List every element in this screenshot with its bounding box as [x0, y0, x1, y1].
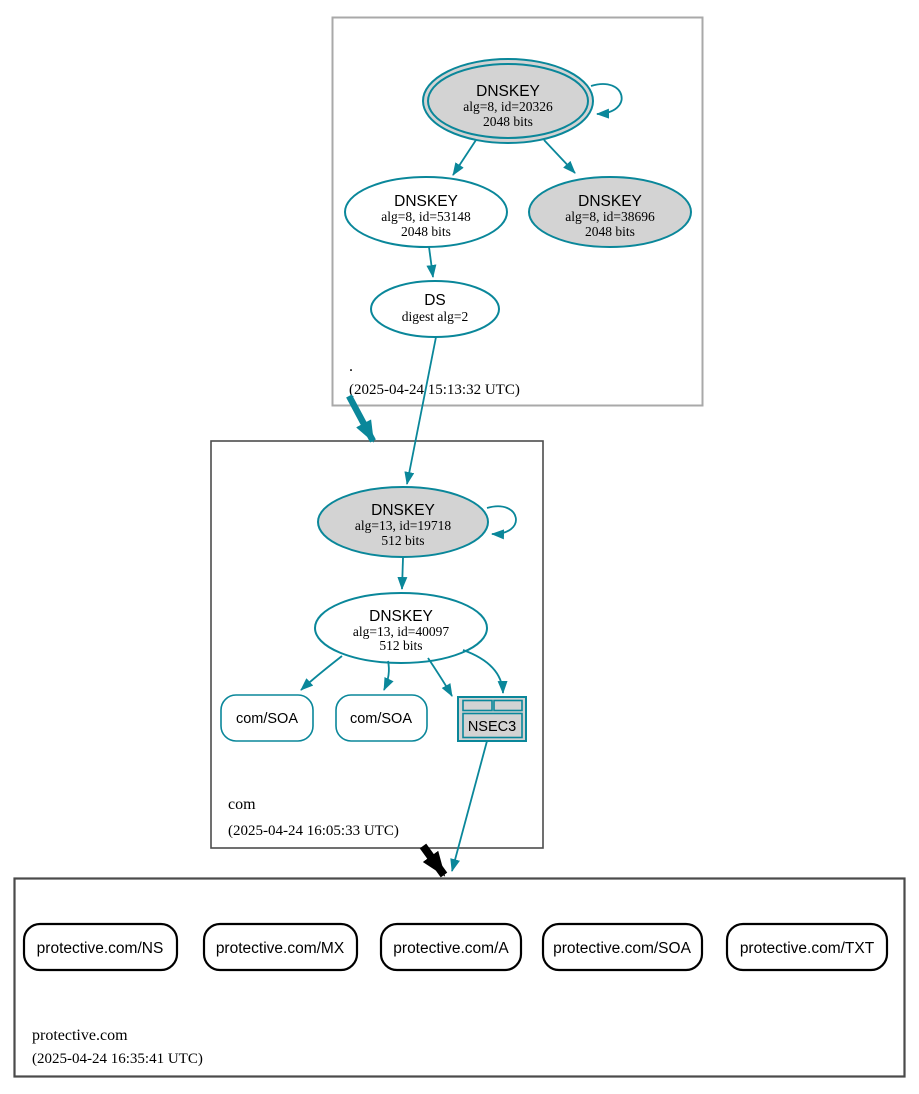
edge-com-zsk-to-nsec3-right [462, 649, 508, 694]
edge-root-ksk-to-dnskey-38696 [543, 139, 576, 174]
com-ksk-detail1: alg=13, id=19718 [355, 518, 451, 533]
root-ksk-detail1: alg=8, id=20326 [463, 99, 553, 114]
edge-root-delegation-to-com [346, 394, 376, 443]
edge-root-zsk-to-ds [426, 246, 437, 278]
root-ksk-title: DNSKEY [476, 83, 540, 100]
root-zsk-title: DNSKEY [394, 193, 458, 210]
com-nsec3-cell-left [462, 699, 493, 712]
protective-soa-label: protective.com/SOA [553, 940, 691, 957]
com-soa-2-rect[interactable] [335, 694, 428, 742]
root-ds-node[interactable]: DS digest alg=2 [370, 280, 500, 338]
protective-ns-rrset-node[interactable]: protective.com/NS [22, 922, 179, 972]
root-ds-title: DS [424, 292, 446, 309]
com-nsec3-cell-right [493, 699, 523, 712]
com-nsec3-node[interactable]: NSEC3 [457, 696, 527, 742]
protective-a-rect[interactable] [379, 922, 523, 972]
com-ksk-dnskey-node[interactable]: DNSKEY alg=13, id=19718 512 bits [317, 486, 489, 558]
com-nsec3-label-cell [462, 712, 523, 739]
zone-root-label: . [349, 358, 353, 375]
root-ds-ellipse[interactable] [370, 280, 500, 338]
com-zsk-ellipse[interactable] [314, 592, 488, 664]
root-ksk-detail2: 2048 bits [483, 114, 533, 129]
com-soa-rrset-node-2[interactable]: com/SOA [335, 694, 428, 742]
protective-mx-label: protective.com/MX [216, 940, 345, 957]
edge-com-ksk-to-zsk [397, 557, 408, 590]
edge-com-ksk-self-loop [486, 505, 517, 540]
root-zsk-ellipse[interactable] [344, 176, 508, 248]
com-zsk-title: DNSKEY [369, 608, 433, 625]
com-soa-1-rect[interactable] [220, 694, 314, 742]
graph-edges [300, 83, 623, 878]
com-zsk-detail1: alg=13, id=40097 [353, 624, 449, 639]
edge-root-ds-to-com-ksk [404, 336, 437, 485]
root-zsk-detail1: alg=8, id=53148 [381, 209, 471, 224]
zone-box-com [210, 440, 544, 849]
protective-txt-label: protective.com/TXT [740, 940, 875, 957]
zone-protective-label: protective.com [32, 1027, 128, 1044]
com-ksk-title: DNSKEY [371, 502, 435, 519]
com-soa-rrset-node-1[interactable]: com/SOA [220, 694, 314, 742]
zone-protective-timestamp: (2025-04-24 16:35:41 UTC) [32, 1051, 203, 1067]
protective-ns-label: protective.com/NS [37, 940, 164, 957]
zone-box-protective-com [13, 877, 906, 1078]
protective-txt-rect[interactable] [725, 922, 889, 972]
com-nsec3-label: NSEC3 [468, 719, 516, 735]
com-ksk-detail2: 512 bits [381, 533, 424, 548]
root-dnskey-38696-node[interactable]: DNSKEY alg=8, id=38696 2048 bits [528, 176, 692, 248]
protective-a-label: protective.com/A [393, 940, 509, 957]
root-dnskey-38696-detail1: alg=8, id=38696 [565, 209, 655, 224]
protective-soa-rrset-node[interactable]: protective.com/SOA [541, 922, 704, 972]
edge-com-zsk-to-nsec3-left [427, 657, 453, 697]
com-zsk-detail2: 512 bits [379, 638, 422, 653]
edge-root-ksk-self-loop [590, 83, 623, 119]
com-soa-2-label: com/SOA [350, 711, 412, 727]
root-dnskey-38696-title: DNSKEY [578, 193, 642, 210]
root-ksk-inner-ellipse [427, 63, 589, 139]
root-zsk-dnskey-node[interactable]: DNSKEY alg=8, id=53148 2048 bits [344, 176, 508, 248]
protective-mx-rect[interactable] [202, 922, 359, 972]
edge-com-nsec3-to-protective [450, 740, 488, 872]
edge-com-zsk-to-soa-2 [383, 660, 394, 691]
zone-com-label: com [228, 796, 256, 813]
com-zsk-dnskey-node[interactable]: DNSKEY alg=13, id=40097 512 bits [314, 592, 488, 664]
root-zsk-detail2: 2048 bits [401, 224, 451, 239]
edge-root-ksk-to-zsk [452, 139, 477, 176]
edge-com-delegation-to-protective-insecure [419, 843, 448, 878]
zone-box-root [331, 16, 704, 407]
protective-soa-rect[interactable] [541, 922, 704, 972]
root-dnskey-38696-detail2: 2048 bits [585, 224, 635, 239]
protective-mx-rrset-node[interactable]: protective.com/MX [202, 922, 359, 972]
zone-root-timestamp: (2025-04-24 15:13:32 UTC) [349, 382, 520, 398]
root-ksk-dnskey-node[interactable]: DNSKEY alg=8, id=20326 2048 bits [422, 58, 594, 144]
zone-com-timestamp: (2025-04-24 16:05:33 UTC) [228, 823, 399, 839]
root-ds-detail1: digest alg=2 [402, 309, 468, 324]
com-soa-1-label: com/SOA [236, 711, 298, 727]
protective-ns-rect[interactable] [22, 922, 179, 972]
protective-a-rrset-node[interactable]: protective.com/A [379, 922, 523, 972]
com-ksk-ellipse[interactable] [317, 486, 489, 558]
edge-com-zsk-to-soa-1 [300, 655, 343, 691]
protective-txt-rrset-node[interactable]: protective.com/TXT [725, 922, 889, 972]
root-ksk-outer-ellipse[interactable] [422, 58, 594, 144]
root-dnskey-38696-ellipse[interactable] [528, 176, 692, 248]
